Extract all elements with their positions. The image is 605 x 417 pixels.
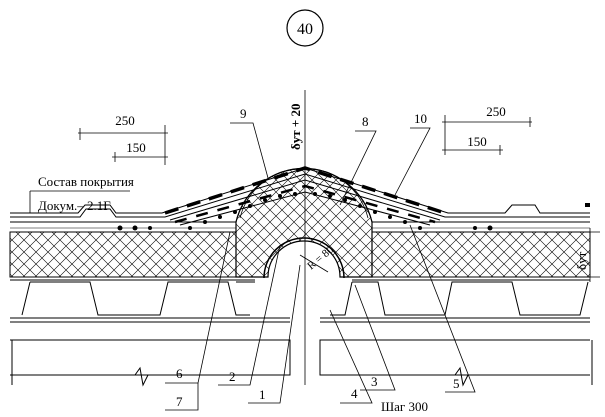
callout-1: 1: [259, 387, 266, 402]
callout-5: 5: [453, 376, 460, 391]
callout-7: 7: [176, 394, 183, 409]
figure-number: 40: [297, 21, 313, 38]
note-line-2: Докум.– 2.1Г: [38, 198, 111, 213]
callout-3: 3: [371, 374, 378, 389]
callout-4: 4: [351, 386, 358, 401]
note-line-1: Состав покрытия: [38, 174, 134, 189]
fastener-dots: [117, 192, 493, 231]
profiled-steel-deck: [10, 279, 590, 323]
callout-10: 10: [414, 111, 427, 126]
callout-6: 6: [176, 366, 183, 381]
callout-step: Шаг 300: [381, 399, 428, 414]
dim-right-250: 250: [486, 104, 506, 119]
callout-2: 2: [229, 369, 236, 384]
dim-side-thickness: δут: [574, 251, 589, 270]
dimension-lines: [78, 115, 600, 282]
dim-top-thickness: δут + 20: [288, 103, 303, 150]
callout-8: 8: [362, 114, 369, 129]
dim-left-250: 250: [115, 113, 135, 128]
callout-leaders: [165, 122, 476, 411]
screed-layer: [10, 221, 590, 229]
dim-right-150: 150: [467, 134, 487, 149]
dim-left-150: 150: [126, 140, 146, 155]
callout-9: 9: [240, 106, 247, 121]
figure-number-badge: 40: [286, 9, 324, 47]
note-leader: [29, 190, 130, 213]
concrete-slabs: [10, 339, 593, 387]
insulation-layer: [9, 168, 591, 279]
